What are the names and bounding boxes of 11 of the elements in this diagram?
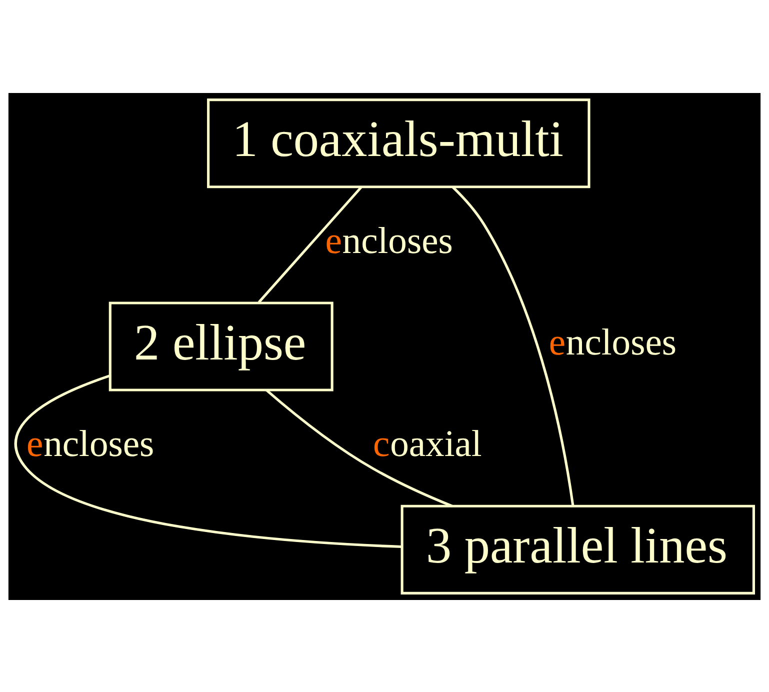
edge-label: encloses [26, 423, 154, 464]
node-box: 3 parallel lines [400, 504, 755, 594]
connector [452, 185, 574, 506]
node-box: 1 coaxials-multi [207, 98, 590, 188]
connector [266, 388, 453, 507]
edge-label: encloses [325, 220, 453, 262]
connector [258, 186, 362, 303]
connector [14, 374, 402, 548]
edge-label: coaxial [373, 423, 482, 464]
edge-label: encloses [548, 322, 676, 363]
node-box: 2 ellipse [108, 301, 334, 391]
